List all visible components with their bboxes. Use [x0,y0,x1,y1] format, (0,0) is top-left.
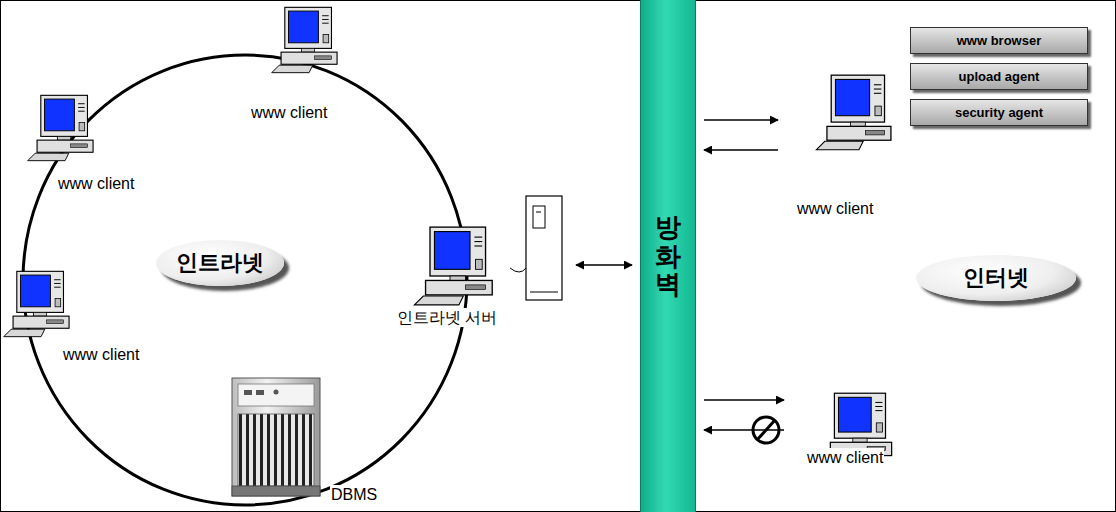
client-computer: www client [58,268,198,368]
software-label: security agent [955,105,1043,120]
network-label: 인트라넷 [176,248,264,278]
client-computer: www client [786,72,931,224]
firewall-label: 방화벽 [655,213,681,299]
client-computer: www client [240,6,380,124]
arrow-connector [704,149,778,151]
computer-label: www client [250,103,328,122]
computer-label: www client [796,199,874,218]
software-box: www browser [910,27,1088,54]
client-computer: www client [52,92,192,198]
software-label: upload agent [959,69,1040,84]
arrow-connector [704,429,784,431]
network-label: 인터넷 [963,263,1029,293]
arrow-connector [704,399,784,401]
computer-label: www client [806,448,884,467]
computer-label: www client [57,174,135,193]
computer-label: 인트라넷 서버 [396,308,498,327]
computer-label: www client [62,345,140,364]
database-server: DBMS [228,372,403,508]
arrow-connector [704,119,778,121]
software-label: www browser [957,33,1042,48]
network-ellipse: 인트라넷 [156,240,284,286]
computer-label: DBMS [330,485,378,504]
software-box: security agent [910,99,1088,126]
client-computer: www client [792,390,940,474]
server-computer: 인트라넷 서버 [392,192,568,334]
firewall-band: 방화벽 [640,0,696,512]
network-ellipse: 인터넷 [916,255,1076,301]
arrow-connector [576,264,632,266]
software-box: upload agent [910,63,1088,90]
